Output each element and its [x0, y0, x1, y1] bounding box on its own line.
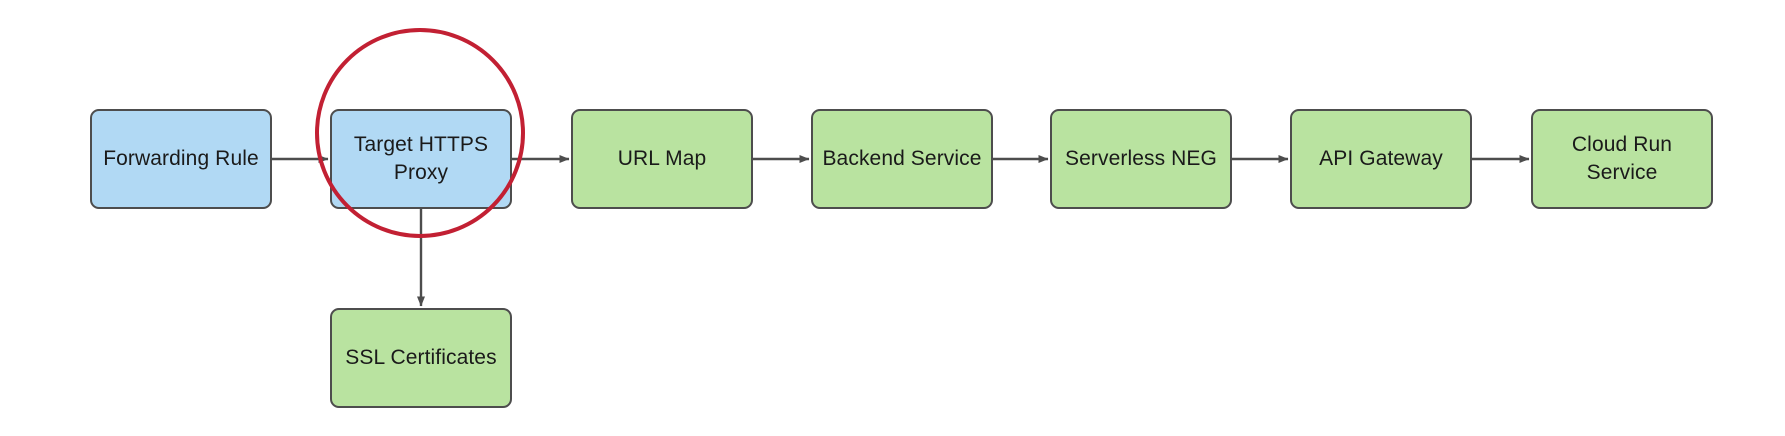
node-label: Backend Service: [822, 147, 982, 170]
node-ssl-certificates[interactable]: SSL Certificates: [330, 308, 512, 408]
node-backend-service[interactable]: Backend Service: [811, 109, 993, 209]
node-cloud-run-service[interactable]: Cloud Run Service: [1531, 109, 1713, 209]
node-label: Forwarding Rule: [103, 147, 259, 170]
node-label: API Gateway: [1319, 147, 1443, 170]
node-label: Cloud Run Service: [1571, 133, 1673, 184]
node-label: SSL Certificates: [345, 346, 497, 369]
node-url-map[interactable]: URL Map: [571, 109, 753, 209]
node-label: URL Map: [617, 147, 707, 170]
node-api-gateway[interactable]: API Gateway: [1290, 109, 1472, 209]
node-serverless-neg[interactable]: Serverless NEG: [1050, 109, 1232, 209]
node-forwarding-rule[interactable]: Forwarding Rule: [90, 109, 272, 209]
target-https-proxy-highlight-circle: [315, 28, 525, 238]
node-label: Serverless NEG: [1065, 147, 1217, 170]
